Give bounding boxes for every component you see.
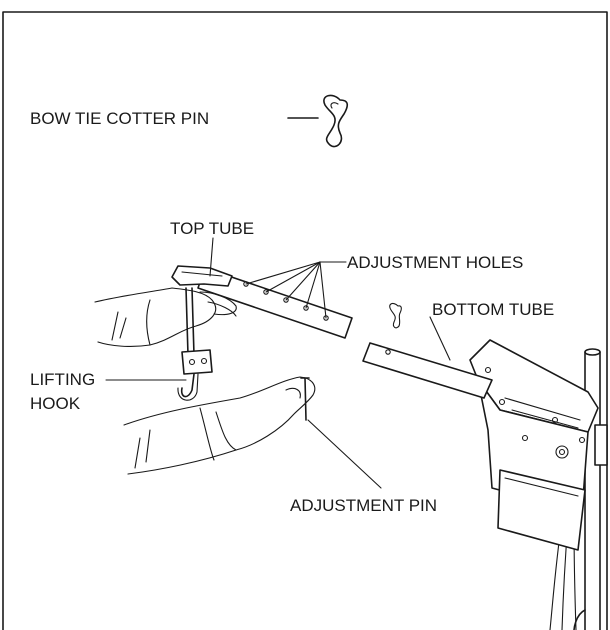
bow-tie-cotter-pin-part-icon: [389, 302, 402, 329]
left-arm-sleeve: [94, 287, 237, 347]
adjustment-hole-4: [303, 305, 309, 311]
lifting-hook: [177, 287, 213, 401]
diagram-frame: [2, 11, 608, 630]
bottom-tube: [362, 342, 493, 399]
adjustment-hole-2: [263, 289, 269, 295]
label-bow-tie-cotter-pin: BOW TIE COTTER PIN: [30, 109, 209, 128]
actuator-housing: [469, 339, 599, 551]
label-top-tube: TOP TUBE: [170, 219, 254, 238]
leader-adjustment-holes: [245, 261, 347, 319]
adjustment-hole-3: [283, 297, 289, 303]
leader-adjustment-pin: [307, 419, 382, 489]
adjustment-pin: [300, 377, 310, 421]
leader-top-tube: [209, 237, 214, 277]
label-bottom-tube: BOTTOM TUBE: [432, 300, 554, 319]
right-arm-sleeve: [123, 376, 316, 475]
adjustment-hole-1: [243, 281, 249, 287]
bow-tie-cotter-pin-icon: [323, 94, 349, 148]
handle-grip: [171, 265, 233, 287]
label-lifting-hook-line1: LIFTING: [30, 370, 95, 389]
leader-bottom-tube: [429, 316, 451, 361]
label-adjustment-holes: ADJUSTMENT HOLES: [347, 253, 523, 272]
label-adjustment-pin: ADJUSTMENT PIN: [290, 496, 437, 515]
label-lifting-hook-line2: HOOK: [30, 394, 81, 413]
